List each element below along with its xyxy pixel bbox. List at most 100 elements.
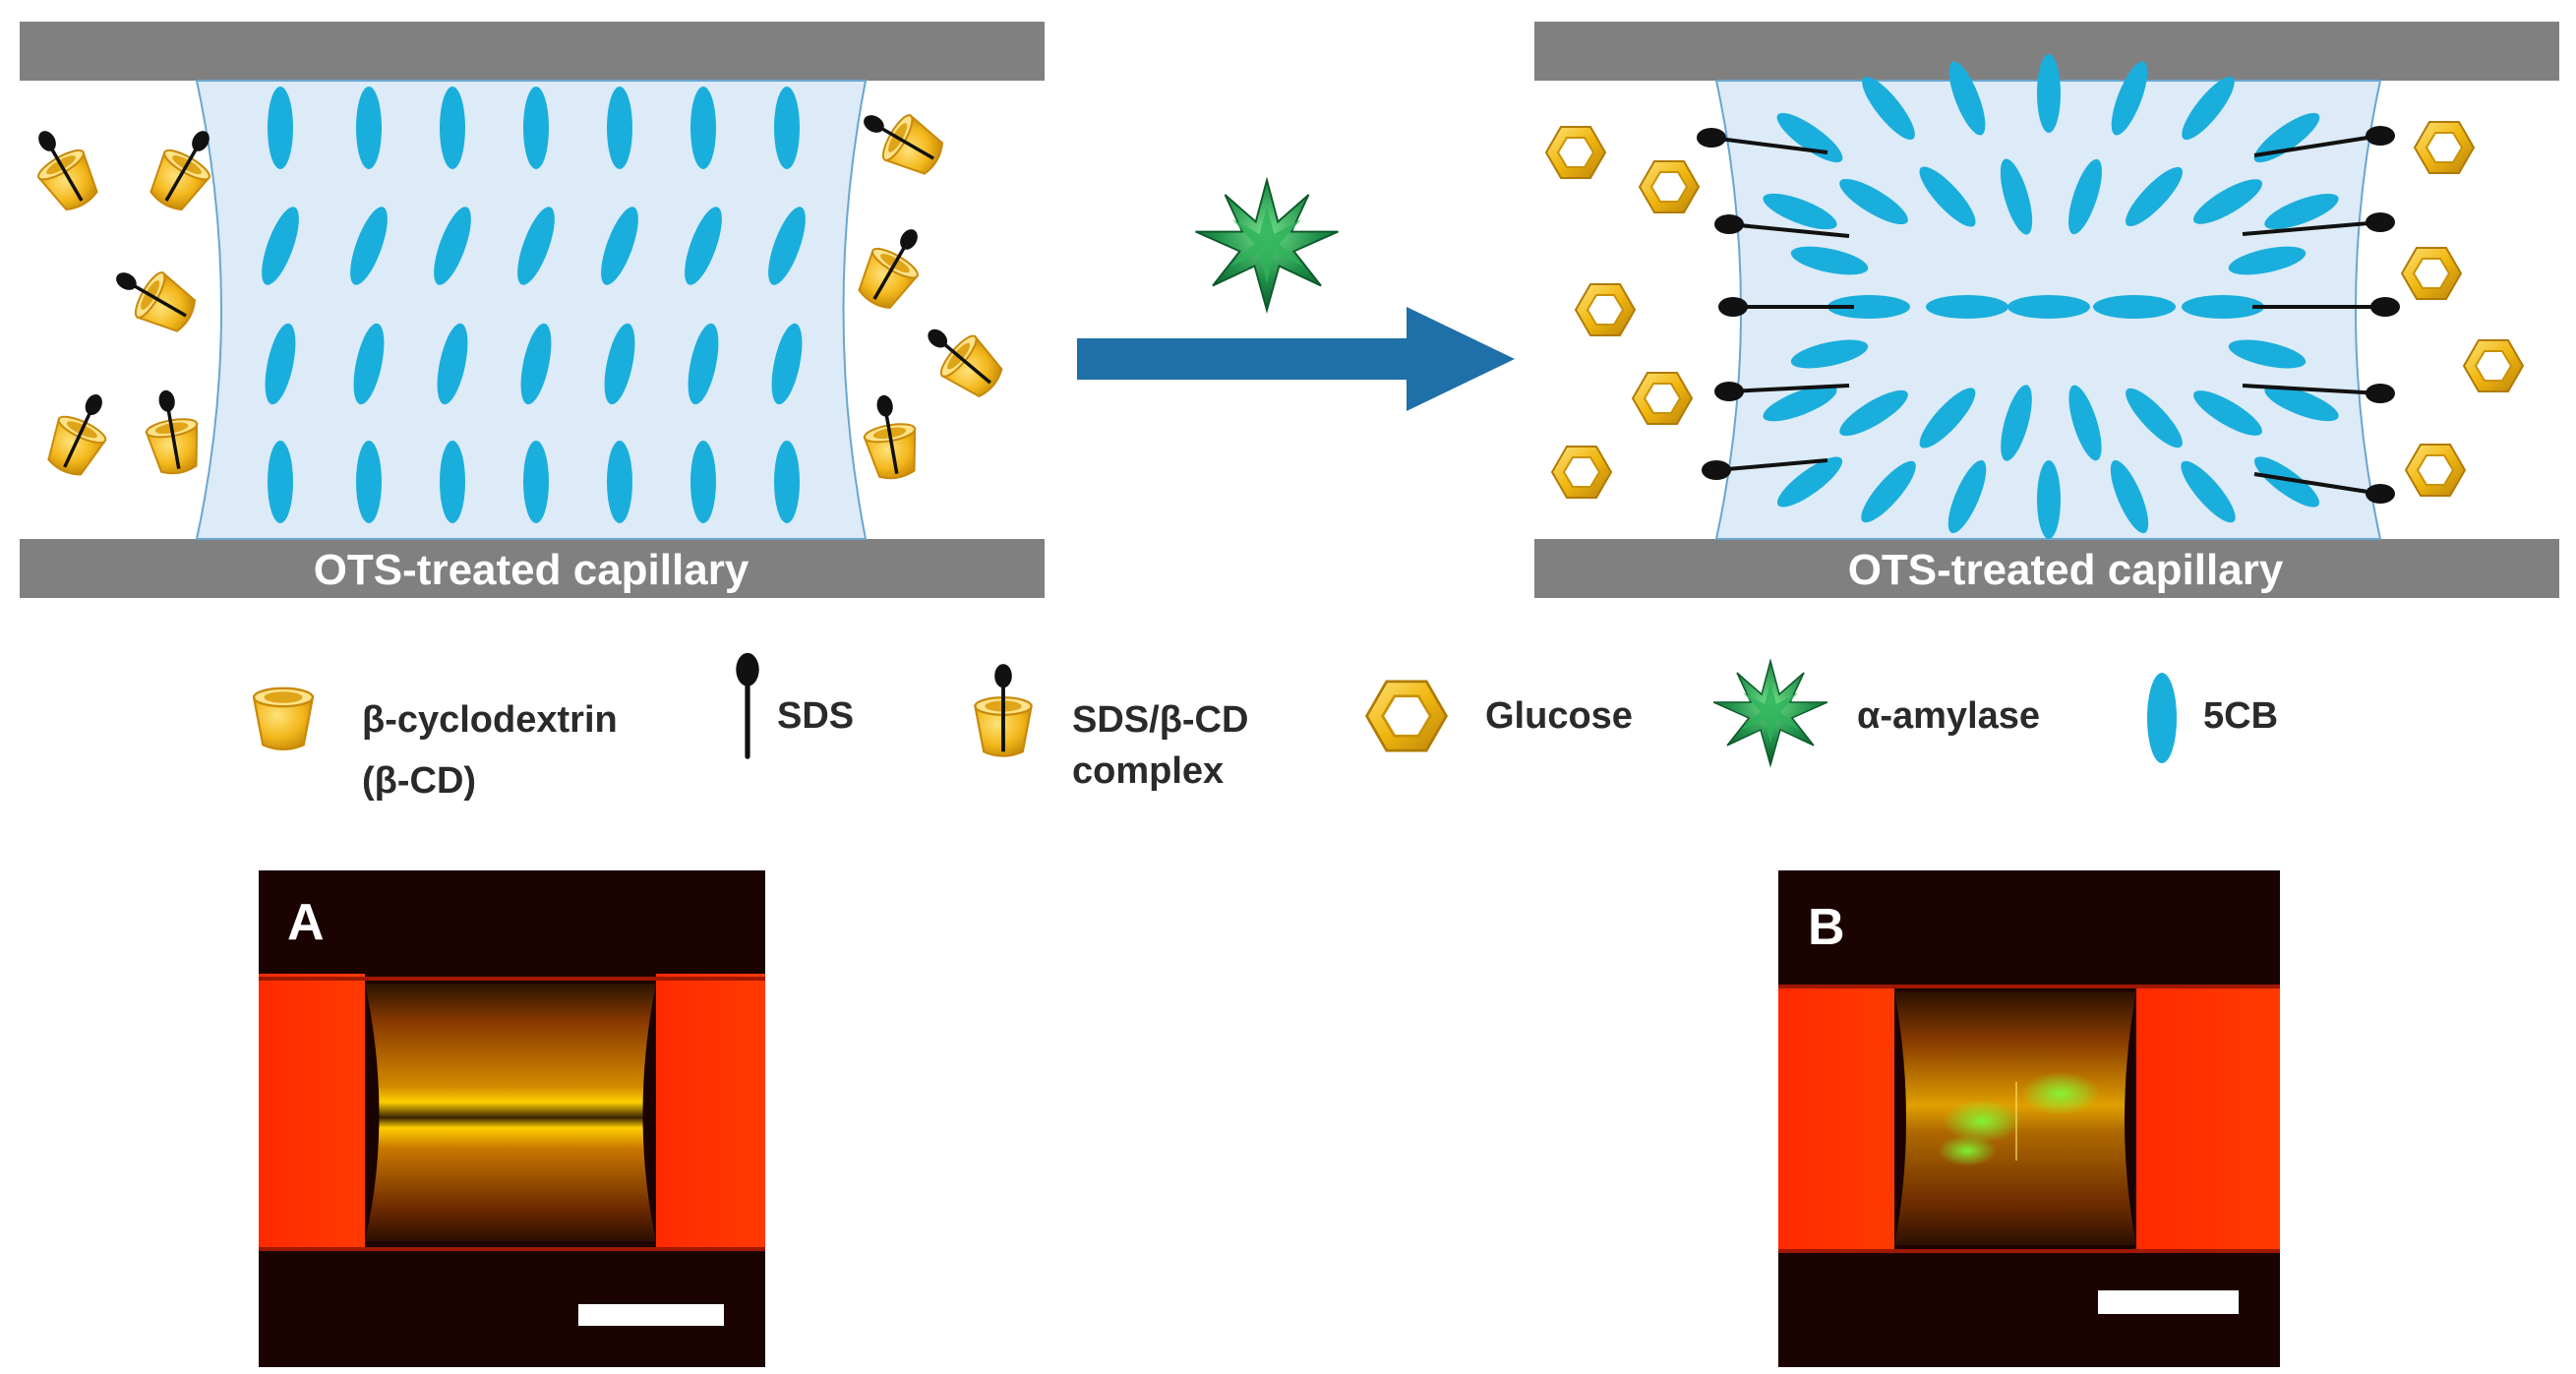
left-capillary-top-wall [20,22,1045,81]
sds-interface-left [1697,128,1854,480]
left-capillary-label: OTS-treated capillary [314,546,749,594]
lc-molecule [607,87,632,169]
lc-molecule [1763,385,1837,422]
lc-molecule [607,441,632,523]
sds-cd-complex [39,385,121,482]
sds-head [2366,484,2395,504]
sds-head [2370,297,2400,317]
reaction-arrow [1077,307,1515,411]
lc-molecule [440,441,465,523]
legend-amylase-icon [1712,660,1828,766]
lc-molecule [774,87,800,169]
sds-head [2366,126,2395,146]
lc-molecule [350,207,388,285]
legend-5cb-icon [2147,673,2177,763]
lc-molecule [268,441,293,523]
legend-glucose-icon [1365,680,1448,752]
lc-molecule [774,441,800,523]
lc-molecule [265,323,296,405]
lc-molecule [2126,166,2183,227]
sds-head [1702,460,1731,480]
micrograph-b: B [1778,870,2280,1367]
legend-glucose-label: Glucose [1485,695,1633,737]
sds-interface-right [2242,126,2400,504]
left-lc-region [195,80,868,540]
sds-tail [2253,134,2381,157]
glucose-icon [1632,372,1693,425]
sds-tail [1710,136,1828,154]
legend: β-cyclodextrin (β-CD) SDS SDS/β-CD compl… [252,653,2278,802]
lc-molecule [520,323,552,405]
lc-molecule [768,207,806,285]
lc-molecule [1919,388,1976,448]
glucose-icon [1639,160,1700,213]
glucose-icon [1545,126,1606,179]
sds-tail [1728,384,1850,393]
lc-molecule [1790,246,1869,275]
legend-cyclodextrin-icon [252,687,315,751]
lc-molecule [2110,459,2149,534]
lc-molecule [517,207,555,285]
lc-molecule [268,87,293,169]
lc-molecule [2126,388,2183,448]
sds-tail [2242,384,2381,395]
lc-molecule [523,87,549,169]
sds-tail [2253,472,2381,496]
legend-5cb-label: 5CB [2203,695,2278,737]
lc-molecule [1948,61,1986,136]
glucose-icon [2401,247,2462,300]
legend-complex-label: SDS/β-CD [1072,699,1248,741]
legend-cyclodextrin-label: β-cyclodextrin [362,699,618,741]
sds-cd-complex [104,254,203,340]
glucose-icon [1575,283,1636,336]
lc-molecule [262,207,299,285]
left-capillary-bottom-wall [20,539,1045,598]
glucose-icon [2463,339,2524,392]
lc-molecule [771,323,803,405]
legend-cyclodextrin-abbrev: (β-CD) [362,760,476,802]
lc-molecule [2192,179,2263,224]
lc-molecule [1827,295,1910,319]
lc-molecule [2182,76,2235,141]
lc-molecule [2264,193,2339,230]
lc-molecule [1839,389,1908,437]
right-lc-molecules [1763,54,2339,539]
lc-molecule [2228,339,2306,369]
sds-cd-complex [850,217,936,316]
lc-molecule [2182,295,2264,319]
lc-molecule [688,323,719,405]
lc-molecule [437,323,468,405]
legend-sds-label: SDS [777,695,854,737]
lc-molecule [353,323,385,405]
scale-bar-b [2098,1290,2239,1314]
lc-molecule [685,207,722,285]
sds-tail [1715,458,1828,472]
sds-head [2366,212,2395,232]
lc-molecule [2193,390,2262,436]
amylase-enzyme-icon [1194,179,1340,312]
glucose-icon [2414,121,2475,174]
lc-molecule [2068,158,2102,235]
sds-cd-complex [913,312,1010,404]
sds-tail [2242,220,2381,236]
legend-complex-label-2: complex [1072,750,1224,792]
lc-molecule [1776,112,1843,163]
lc-molecule [1947,459,1987,534]
lc-molecule [601,207,638,285]
lc-molecule [1790,339,1869,369]
lc-molecule [2253,112,2320,163]
legend-sds-icon [736,653,758,756]
lc-molecule [690,441,716,523]
panel-label-b: B [1808,899,1845,956]
lc-molecule [2001,385,2032,461]
right-capillary: OTS-treated capillary [1534,22,2559,598]
lc-molecule [1926,295,2008,319]
lc-molecule [523,441,549,523]
scale-bar-a [578,1304,724,1326]
right-capillary-bottom-wall [1534,539,2559,598]
sds-cd-complex [20,119,106,217]
lc-molecule [2111,61,2148,136]
sds-cd-complex [852,96,950,183]
left-capillary: OTS-treated capillary [20,22,1045,598]
